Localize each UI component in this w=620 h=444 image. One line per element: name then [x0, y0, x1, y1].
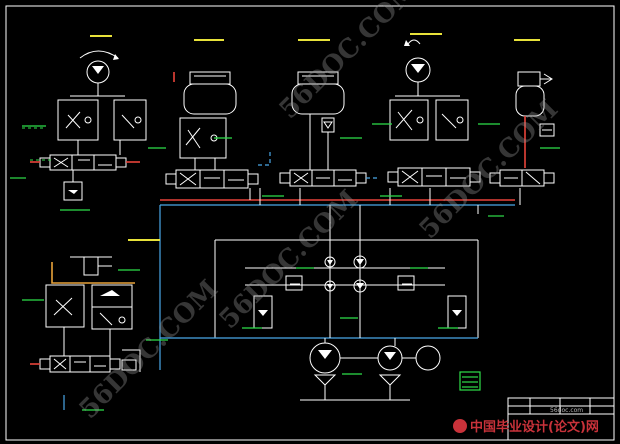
cylinder-circuit-2 [165, 71, 271, 200]
drawing-frame [5, 5, 615, 441]
cylinder-circuit-5 [489, 71, 555, 187]
motor-circuit-top-left [30, 50, 147, 211]
watermark-text-2: 56DOC.COM [214, 184, 364, 334]
site-logo: 中国毕业设计(论文)网 56doc.com [453, 407, 599, 435]
logo-emblem-icon [453, 419, 467, 433]
pilot-labels [10, 123, 560, 411]
motor-circuit-4 [387, 39, 481, 187]
cylinder-circuit-3 [279, 71, 380, 187]
watermark-text-1: 56DOC.COM [274, 0, 424, 125]
title-block [507, 397, 615, 441]
cylinder-circuit-bottom-left [30, 256, 161, 410]
main-manifold [159, 188, 521, 339]
circuit-captions [90, 33, 540, 241]
logo-url: 56doc.com [550, 407, 583, 414]
logo-text: 中国毕业设计(论文)网 [470, 419, 599, 435]
watermark-text-4: 56DOC.COM [74, 274, 224, 424]
watermark: 56DOC.COM 56DOC.COM 56DOC.COM 56DOC.COM [74, 0, 564, 425]
